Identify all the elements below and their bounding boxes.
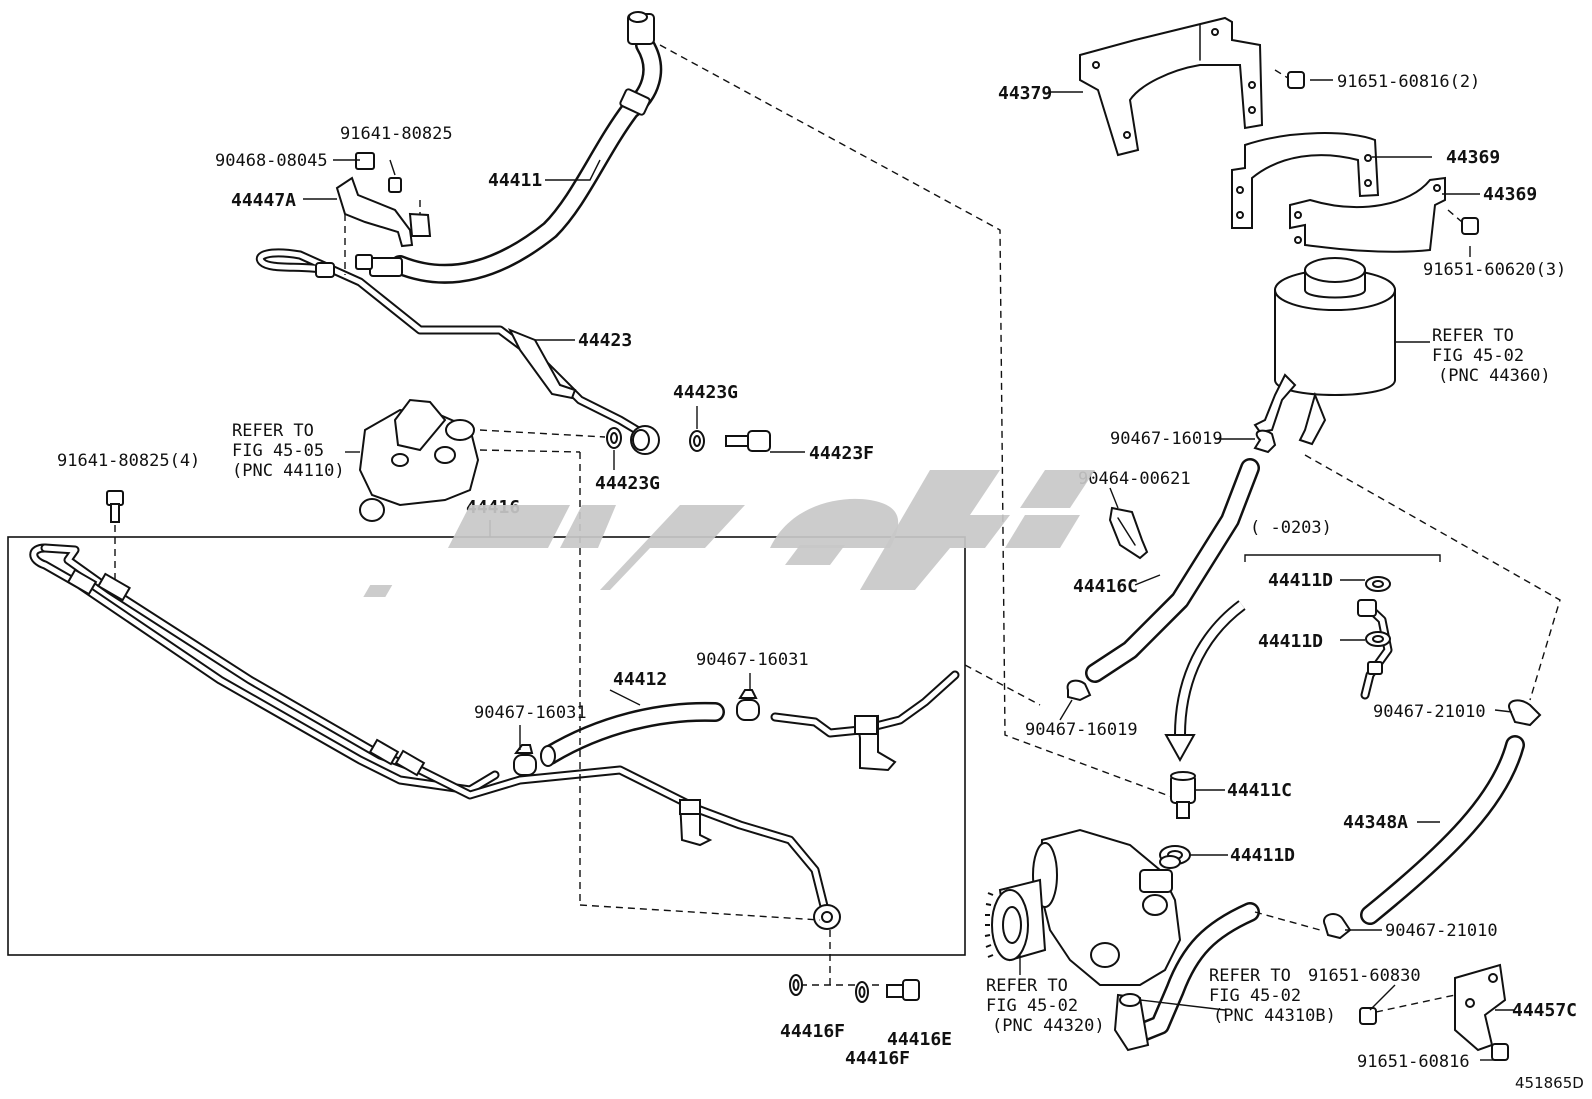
band-44369-lower [1289, 176, 1446, 253]
hose-44412 [513, 689, 760, 776]
label-91651-60620-3: 91651-60620(3) [1423, 260, 1566, 280]
label-90467-16031-a: 90467-16031 [696, 650, 809, 670]
label-44348a: 44348A [1343, 812, 1408, 833]
label-44379: 44379 [998, 83, 1052, 104]
label-44457c: 44457C [1512, 1000, 1577, 1021]
bracket-44447a [335, 152, 432, 275]
label-44369-a: 44369 [1446, 147, 1500, 168]
washers-44423 [606, 427, 771, 452]
bracket-44379 [1079, 16, 1264, 157]
label-44423f: 44423F [809, 443, 874, 464]
pipe-44416 [29, 543, 841, 930]
label-91651-60830: 91651-60830 [1308, 966, 1421, 986]
arrow-down [1164, 600, 1246, 763]
hose-44348a [1254, 454, 1561, 940]
ref-pump-l1: REFER TO [986, 976, 1068, 996]
label-44411d-3: 44411D [1230, 845, 1295, 866]
label-90467-21010-a: 90467-21010 [1373, 702, 1486, 722]
washer-44411d [1159, 845, 1191, 869]
hose-44411 [355, 11, 663, 284]
label-91651-60816: 91651-60816 [1357, 1052, 1470, 1072]
label-91641-80825-4: 91641-80825(4) [57, 451, 200, 471]
label-91651-60816-2: 91651-60816(2) [1337, 72, 1480, 92]
pipe-44423 [255, 248, 660, 455]
figure-id: 451865D [1515, 1074, 1584, 1092]
reservoir-tank [1253, 257, 1396, 446]
hose-44416c [1066, 429, 1277, 702]
label-44423: 44423 [578, 330, 632, 351]
watermark-logo [363, 470, 1095, 597]
ref-pipe-l2: FIG 45-02 [1209, 986, 1301, 1006]
fitting-44411d-group [1357, 576, 1393, 700]
label-44411c: 44411C [1227, 780, 1292, 801]
power-steering-pump [984, 828, 1182, 986]
label-90464-00621: 90464-00621 [1078, 469, 1191, 489]
label-44423g-top: 44423G [673, 382, 738, 403]
label-90467-21010-b: 90467-21010 [1385, 921, 1498, 941]
washers-44416 [579, 690, 920, 1003]
label-44411d-1: 44411D [1268, 570, 1333, 591]
ref-res-l2: FIG 45-02 [1432, 346, 1524, 366]
band-44369-upper [1231, 132, 1380, 229]
ref-gear-l2: FIG 45-05 [232, 441, 324, 461]
label-44411: 44411 [488, 170, 542, 191]
label-90467-16019-b: 90467-16019 [1025, 720, 1138, 740]
label-44423g-bot: 44423G [595, 473, 660, 494]
ref-pipe-l1: REFER TO [1209, 966, 1291, 986]
dash-connection-main [659, 44, 1181, 801]
label-90468-08045: 90468-08045 [215, 151, 328, 171]
label-44416c: 44416C [1073, 576, 1138, 597]
label-44412: 44412 [613, 669, 667, 690]
ref-pump-l2: FIG 45-02 [986, 996, 1078, 1016]
label-90467-16019-a: 90467-16019 [1110, 429, 1223, 449]
label-90467-16031-b: 90467-16031 [474, 703, 587, 723]
label-44411d-2: 44411D [1258, 631, 1323, 652]
bolt-91641-80825 [106, 490, 124, 585]
ref-gear-l3: (PNC 44110) [232, 461, 345, 481]
label-44416e: 44416E [887, 1029, 952, 1050]
ref-gear-l1: REFER TO [232, 421, 314, 441]
label-44416f-b: 44416F [845, 1048, 910, 1069]
ref-res-l1: REFER TO [1432, 326, 1514, 346]
date-range-bracket [1244, 554, 1441, 562]
ref-pipe-l3: (PNC 44310B) [1213, 1006, 1336, 1026]
bolt-91651-60620 [1447, 209, 1479, 235]
bolt-91651-60816 [1274, 69, 1305, 89]
fitting-44411c [1170, 771, 1196, 819]
pump-outlet-pipe [1113, 902, 1260, 1052]
clamp-90464-00621 [1108, 506, 1149, 560]
ref-res-l3: (PNC 44360) [1438, 366, 1551, 386]
pipe-return [770, 670, 960, 772]
label-91641-80825: 91641-80825 [340, 124, 453, 144]
gearbox-sketch [358, 398, 606, 690]
ref-pump-l3: (PNC 44320) [992, 1016, 1105, 1036]
dash-connection-box [964, 664, 1041, 706]
bracket-44457c [1359, 963, 1509, 1061]
label-date-range: ( -0203) [1250, 518, 1332, 538]
label-44447a: 44447A [231, 190, 296, 211]
label-44416f-a: 44416F [780, 1021, 845, 1042]
label-44369-b: 44369 [1483, 184, 1537, 205]
